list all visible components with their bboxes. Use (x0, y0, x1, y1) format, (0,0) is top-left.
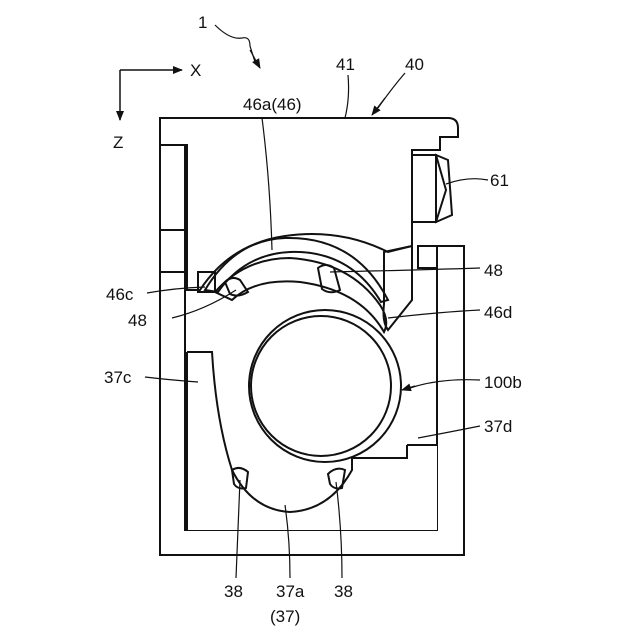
leader-100b-arrow (402, 386, 415, 390)
leader-40-arrow (372, 98, 385, 115)
label-37c: 37c (104, 368, 132, 387)
label-axis-x: X (190, 61, 201, 80)
label-41: 41 (336, 55, 355, 74)
label-1: 1 (198, 13, 207, 32)
leader-100b (410, 380, 480, 388)
label-61: 61 (490, 171, 509, 190)
cover-member-41 (160, 118, 458, 290)
leader-1-arrow (250, 50, 260, 68)
leader-46a (262, 118, 272, 250)
cable-100b-outer (249, 310, 401, 462)
leader-1 (215, 25, 255, 62)
housing-left-wall-plain (160, 145, 185, 272)
cable-100b-core (251, 316, 391, 456)
label-40: 40 (405, 55, 424, 74)
label-38-left: 38 (224, 582, 243, 601)
label-37d: 37d (484, 417, 512, 436)
label-46c: 46c (106, 285, 134, 304)
label-46d: 46d (484, 303, 512, 322)
label-46a: 46a(46) (243, 95, 302, 114)
leader-61 (446, 179, 488, 184)
label-37-paren: (37) (270, 607, 300, 626)
leader-41 (345, 75, 349, 118)
leader-37d (418, 426, 480, 438)
label-48-left: 48 (128, 311, 147, 330)
axis-indicator (120, 70, 182, 120)
label-axis-z: Z (113, 133, 123, 152)
cavity-37a (187, 290, 437, 530)
label-100b: 100b (484, 373, 522, 392)
leader-48-left (172, 290, 236, 318)
label-38-right: 38 (334, 582, 353, 601)
label-37a: 37a (276, 582, 305, 601)
fastener-61 (412, 155, 446, 222)
housing-right-step (418, 246, 437, 268)
label-48-right: 48 (484, 261, 503, 280)
